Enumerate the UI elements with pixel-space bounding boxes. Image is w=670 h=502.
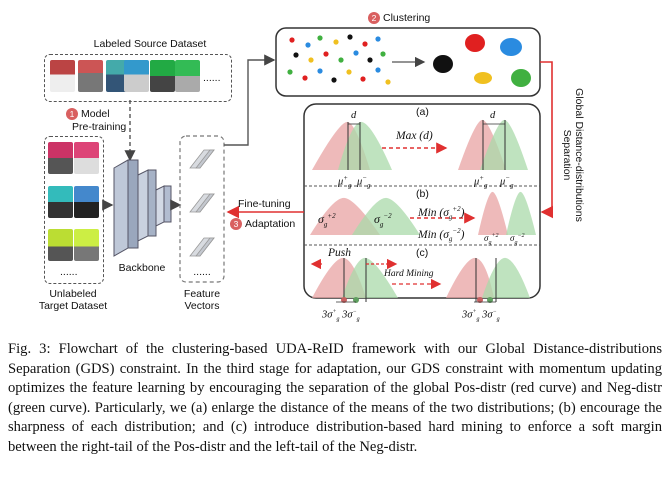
step2-badge: 2 — [368, 12, 380, 25]
sigma-pos: σg+2 — [318, 212, 336, 229]
backbone-label: Backbone — [118, 262, 166, 274]
feature-vectors-label-2: Vectors — [184, 300, 220, 312]
three-sigma-right: 3σ+g 3σ−g — [462, 309, 500, 323]
sigma-neg: σg−2 — [374, 212, 392, 229]
target-image — [48, 142, 73, 174]
finetuning-label: Fine-tuning — [238, 198, 291, 210]
target-image — [74, 229, 99, 261]
sigma-pos-small: σg+2 — [484, 233, 499, 246]
min-sigma-pos: Min (σg+2) — [418, 205, 465, 222]
clustering-to-gds-arrow — [540, 61, 554, 219]
push-label: Push — [328, 247, 351, 259]
source-image — [150, 60, 175, 92]
gds-side-label: Global Distance-distributions Separation — [561, 70, 585, 240]
panel-a-d-left: d — [351, 110, 357, 121]
gds-box — [303, 103, 541, 299]
step2-text: Clustering — [383, 12, 431, 24]
panel-b-tag: (b) — [416, 188, 429, 200]
panel-c-curves — [310, 257, 530, 303]
min-sigma-neg: Min (σg−2) — [418, 227, 465, 244]
sigma-neg-small: σg−2 — [510, 233, 525, 246]
source-ellipsis: ...... — [203, 72, 221, 84]
features-box — [179, 135, 225, 283]
feature-vectors-label-1: Feature — [183, 288, 221, 300]
panel-a-curves — [312, 119, 528, 170]
mu-pos-left: μ+g — [338, 174, 352, 190]
panel-a-arrow-label: Max (d) — [396, 130, 433, 142]
three-sigma-left: 3σ+g 3σ−g — [322, 309, 360, 323]
source-image — [175, 60, 200, 92]
panel-b-curves — [310, 191, 536, 235]
step3-text: Adaptation — [245, 218, 296, 230]
target-ellipsis: ...... — [60, 266, 78, 278]
target-image — [74, 142, 99, 174]
target-title-line1: Unlabeled — [49, 288, 97, 300]
panel-c-tag: (c) — [416, 247, 429, 259]
clustered-groups — [433, 34, 531, 87]
source-image — [78, 60, 103, 92]
figure-graphics — [102, 27, 554, 303]
labeled-source-title: Labeled Source Dataset — [93, 38, 207, 50]
feature-vectors — [189, 149, 215, 257]
step3-badge: 3 — [230, 218, 242, 231]
unclustered-points — [287, 34, 391, 85]
hard-mining-label: Hard Mining — [384, 269, 434, 279]
step1-badge: 1 — [66, 108, 78, 121]
target-image — [48, 229, 73, 261]
figure-caption: Fig. 3: Flowchart of the clustering-base… — [8, 341, 662, 455]
mu-neg-left: μ−g — [357, 174, 371, 190]
features-ellipsis: ...... — [193, 266, 211, 278]
mu-pos-right: μ+g — [474, 174, 488, 190]
gds-side-line1: Global Distance-distributions — [573, 88, 585, 222]
target-title-line2: Target Dataset — [38, 300, 108, 312]
backbone-network — [113, 159, 172, 257]
step1-text-line2: Pre-training — [72, 121, 127, 133]
step1-text: Model — [81, 108, 110, 120]
panel-a-d-right: d — [490, 110, 496, 121]
source-dataset-box — [44, 54, 232, 102]
mu-neg-right: μ−g — [500, 174, 514, 190]
gds-side-line2: Separation — [561, 129, 573, 181]
target-image — [74, 186, 99, 218]
source-image — [50, 60, 75, 92]
target-image — [48, 186, 73, 218]
features-to-clustering-arrow — [224, 54, 276, 146]
source-image — [124, 60, 149, 92]
panel-a-tag: (a) — [416, 106, 429, 118]
